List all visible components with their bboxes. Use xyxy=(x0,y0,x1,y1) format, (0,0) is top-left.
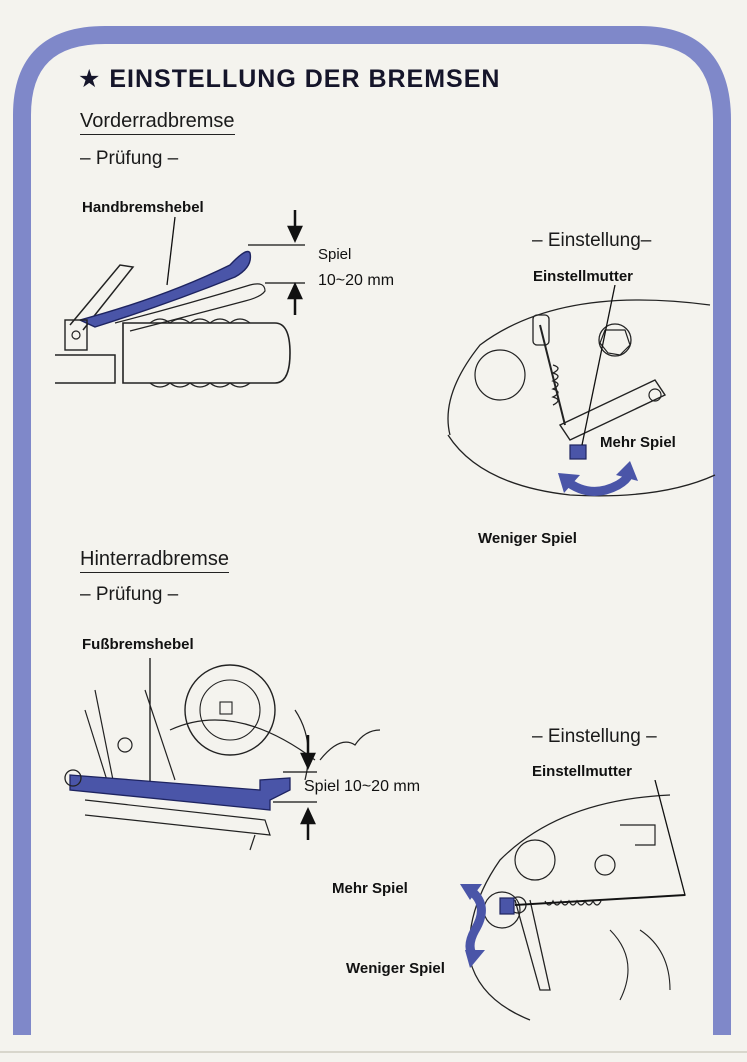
front-less-play-label: Weniger Spiel xyxy=(478,530,577,547)
front-brake-hub-illustration xyxy=(447,285,716,497)
rear-more-play-label: Mehr Spiel xyxy=(332,880,408,897)
rear-brake-hub-illustration xyxy=(460,780,686,1021)
rear-nut-label: Einstellmutter xyxy=(532,763,633,780)
rear-brake-heading: Hinterradbremse xyxy=(80,548,229,573)
foot-brake-lever-illustration xyxy=(64,658,381,851)
rear-adjust-label: – Einstellung – xyxy=(532,726,657,747)
hand-brake-lever-illustration xyxy=(55,210,305,388)
rear-check-label: – Prüfung – xyxy=(80,584,179,605)
rear-less-play-label: Weniger Spiel xyxy=(346,960,445,977)
hand-brake-lever-label: Handbremshebel xyxy=(82,199,204,216)
front-adjust-label: – Einstellung– xyxy=(532,230,652,251)
front-brake-heading: Vorderradbremse xyxy=(80,110,235,135)
front-play-label: Spiel xyxy=(318,246,352,263)
front-check-label: – Prüfung – xyxy=(80,148,179,169)
rear-play-label: Spiel 10~20 mm xyxy=(304,778,421,795)
front-nut-label: Einstellmutter xyxy=(533,268,634,285)
star-icon: ★ xyxy=(78,65,102,93)
page-title: ★ EINSTELLUNG DER BREMSEN xyxy=(78,64,500,94)
foot-brake-lever-label: Fußbremshebel xyxy=(82,636,194,653)
front-play-range: 10~20 mm xyxy=(318,272,395,289)
page-title-text: EINSTELLUNG DER BREMSEN xyxy=(109,65,501,93)
front-more-play-label: Mehr Spiel xyxy=(600,434,676,451)
